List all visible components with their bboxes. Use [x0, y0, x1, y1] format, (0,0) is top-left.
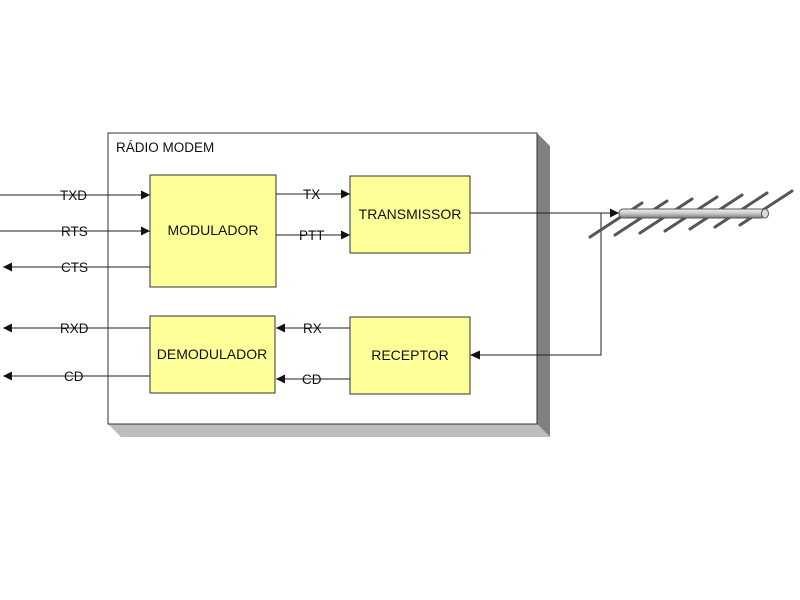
- modulador-label: MODULADOR: [167, 222, 258, 238]
- rf-connections: [470, 208, 619, 360]
- transmissor-label: TRANSMISSOR: [359, 206, 462, 222]
- rx-label: RX: [303, 321, 322, 336]
- receptor-label: RECEPTOR: [371, 347, 449, 363]
- antenna-boom: [618, 208, 766, 219]
- receptor-block: RECEPTOR: [349, 316, 471, 395]
- rts-label: RTS: [61, 224, 88, 239]
- transmissor-block: TRANSMISSOR: [349, 175, 471, 254]
- txd-label: TXD: [60, 188, 87, 203]
- enclosure-side-shade: [537, 133, 550, 437]
- ptt-label: PTT: [299, 228, 325, 243]
- rxd-label: RXD: [60, 321, 89, 336]
- modulador-block: MODULADOR: [149, 174, 277, 288]
- receive-rf-arrowhead: [470, 350, 480, 360]
- tx-label: TX: [303, 187, 320, 202]
- cts-label: CTS: [61, 260, 88, 275]
- antenna-boom-end: [761, 208, 769, 219]
- internal-signals: TX PTT RX CD: [276, 187, 350, 387]
- yagi-antenna-icon: [588, 189, 794, 239]
- cd-internal-label: CD: [302, 372, 322, 387]
- enclosure-bottom-shade: [108, 424, 550, 437]
- demodulador-label: DEMODULADOR: [157, 346, 267, 362]
- cd-out-label: CD: [64, 369, 84, 384]
- enclosure-title: RÁDIO MODEM: [116, 140, 214, 155]
- receive-rf-line: [470, 213, 602, 356]
- demodulador-block: DEMODULADOR: [149, 315, 276, 394]
- external-signals: TXD RTS CTS RXD CD: [0, 188, 150, 384]
